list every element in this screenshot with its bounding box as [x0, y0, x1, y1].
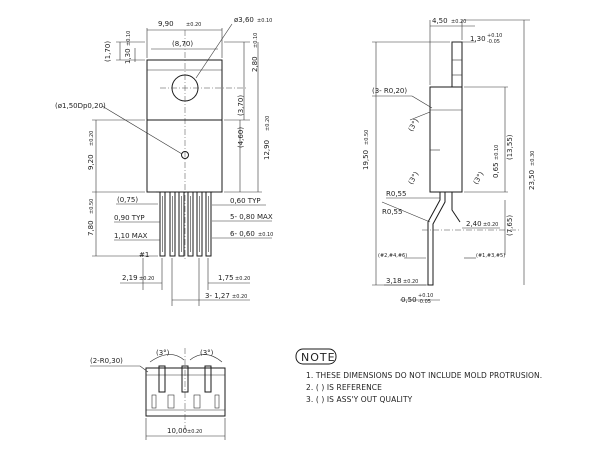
dim-top-450: 4,50	[432, 17, 448, 25]
dim-110-max: 1,10 MAX	[114, 232, 148, 240]
dim-318-tol: ±0.20	[403, 279, 418, 285]
front-view: 9,90 ±0.20 ø3,60 ±0.10 (8,70) (1,70) 1,3…	[55, 16, 273, 306]
dim-2350-tol: ±0.30	[530, 151, 536, 166]
dim-top-450-tol: ±0.20	[451, 19, 466, 25]
dim-175: 1,75	[218, 274, 234, 282]
dim-left-920: 9,20	[87, 154, 95, 170]
dim-top-130-tol-hi: +0.10	[487, 33, 502, 39]
dim-r055b: R0,55	[382, 208, 402, 216]
dim-r055a: R0,55	[386, 190, 406, 198]
dim-left-780-tol: ±0.50	[89, 199, 95, 214]
dim-hole-dia-tol: ±0.10	[257, 18, 272, 24]
dim-dimple: (ø1,50Dp0,20)	[55, 102, 106, 110]
dim-080-max: 5- 0,80 MAX	[230, 213, 273, 221]
pin1-label: #1	[139, 251, 149, 259]
dim-065-tol: ±0.10	[494, 145, 500, 160]
dim-top-width-tol: ±0.20	[186, 22, 201, 28]
angle-3c: (3°)	[407, 170, 421, 186]
dim-left-920-tol: ±0.20	[89, 131, 95, 146]
angle-3b: (3°)	[472, 170, 486, 186]
angle-a: (3°)	[156, 349, 170, 357]
note-heading-box	[295, 348, 337, 365]
dim-765: (7,65)	[506, 215, 514, 236]
note-3: 3. ( ) IS ASS'Y OUT QUALITY	[306, 395, 413, 404]
dim-r020: (3- R0,20)	[372, 87, 407, 95]
note-2: 2. ( ) IS REFERENCE	[306, 383, 382, 392]
dim-175-tol: ±0.20	[235, 276, 250, 282]
dim-bottom-width: 10,00	[167, 427, 187, 435]
dim-left-170: (1,70)	[104, 41, 112, 62]
dimple	[181, 151, 189, 159]
dim-2350: 23,50	[528, 170, 536, 190]
bottom-leads	[151, 365, 220, 409]
pins-right-label: (#1,#3,#5)	[476, 253, 505, 259]
dim-1355: (13,55)	[506, 134, 514, 160]
dim-left-130-tol: ±0.10	[126, 31, 132, 46]
dim-075: (0,75)	[117, 196, 138, 204]
dim-r030: (2-R0,30)	[90, 357, 123, 365]
dim-left-1950-tol: ±0.50	[364, 130, 370, 145]
pins-left-label: (#2,#4,#6)	[378, 253, 407, 259]
dim-050-tol-hi: +0.10	[418, 293, 433, 299]
note-heading: NOTE	[301, 351, 336, 364]
dim-left-780: 7,80	[87, 220, 95, 236]
dim-top-width: 9,90	[158, 20, 174, 28]
angle-b: (3°)	[200, 349, 214, 357]
notes: NOTE 1. THESE DIMENSIONS DO NOT INCLUDE …	[295, 348, 542, 404]
dim-240-tol: ±0.20	[483, 222, 498, 228]
heatsink-tab	[146, 59, 223, 121]
dim-right-460: (4,60)	[237, 127, 245, 148]
dim-219: 2,19	[122, 274, 138, 282]
dim-bottom-width-tol: ±0.20	[187, 429, 202, 435]
dim-090-typ: 0,90 TYP	[114, 214, 145, 222]
side-view: 4,50 ±0.20 1,30 +0.10 -0.05 (3- R0,20) (…	[362, 17, 536, 305]
dim-060-tol: ±0.10	[258, 232, 273, 238]
dim-127: 3- 1,27	[205, 292, 230, 300]
dim-inner-width: (8,70)	[172, 40, 193, 48]
dim-060: 6- 0,60	[230, 230, 255, 238]
dim-right-280: 2,80	[251, 56, 259, 72]
angle-3a: (3°)	[407, 117, 421, 133]
dim-065: 0,65	[492, 162, 500, 178]
dim-318: 3,18	[386, 277, 402, 285]
package-body	[146, 119, 223, 193]
dim-right-1290-tol: ±0.20	[265, 116, 271, 131]
dim-219-tol: ±0.20	[139, 276, 154, 282]
dim-060-typ: 0,60 TYP	[230, 197, 261, 205]
dim-left-1950: 19,50	[362, 150, 370, 170]
dim-240: 2,40	[466, 220, 482, 228]
dim-hole-dia: ø3,60	[234, 16, 254, 24]
dim-top-130: 1,30	[470, 35, 486, 43]
dim-right-1290: 12,90	[263, 140, 271, 160]
dim-050-tol-lo: -0.05	[418, 299, 431, 305]
dim-right-370: (3,70)	[237, 95, 245, 116]
dim-top-130-tol-lo: -0.05	[487, 39, 500, 45]
bottom-view: (2-R0,30) (3°) (3°) 10,00 ±0.20	[90, 348, 226, 440]
note-1: 1. THESE DIMENSIONS DO NOT INCLUDE MOLD …	[306, 371, 542, 380]
dim-050: 0,50	[401, 296, 417, 304]
dim-127-tol: ±0.20	[232, 294, 247, 300]
leads	[159, 191, 212, 257]
dim-right-280-tol: ±0.10	[253, 33, 259, 48]
dim-left-130: 1,30	[124, 48, 132, 64]
